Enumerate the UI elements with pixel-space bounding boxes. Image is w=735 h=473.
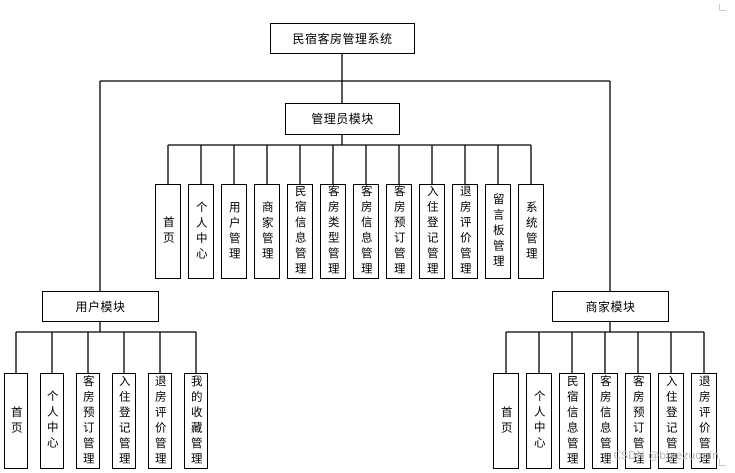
admin-leaf-label: 客房信息管理 (359, 185, 374, 278)
merchant-leaf-label: 首页 (499, 405, 514, 437)
admin-leaf-label: 首页 (161, 216, 176, 247)
admin-leaf-node: 首页 (155, 184, 181, 279)
merchant-leaf-node: 民宿信息管理 (559, 373, 585, 469)
watermark: CSDN @biyezuopin (613, 449, 719, 462)
user-leaf-node: 入住登记管理 (112, 373, 136, 469)
user-module-label: 用户模块 (75, 299, 126, 314)
merchant-leaf-node: 退房评价管理 (691, 373, 717, 469)
admin-leaf-node: 个人中心 (188, 184, 214, 279)
user-leaf-label: 个人中心 (45, 390, 60, 452)
root-node-label: 民宿客房管理系统 (292, 31, 393, 46)
user-leaf-node: 首页 (4, 373, 28, 469)
merchant-leaf-label: 退房评价管理 (697, 374, 712, 468)
admin-leaf-node: 入住登记管理 (419, 184, 445, 279)
user-leaf-node: 个人中心 (40, 373, 64, 469)
user-leaf-node: 退房评价管理 (148, 373, 172, 469)
merchant-leaf-node: 客房信息管理 (592, 373, 618, 469)
admin-leaf-label: 留言板管理 (491, 192, 506, 271)
merchant-leaf-label: 民宿信息管理 (565, 374, 580, 468)
admin-leaf-label: 商家管理 (260, 200, 275, 263)
admin-leaf-label: 系统管理 (524, 200, 539, 263)
admin-leaf-node: 客房预订管理 (386, 184, 412, 279)
user-leaf-label: 我的收藏管理 (189, 374, 204, 468)
admin-leaf-node: 留言板管理 (485, 184, 511, 279)
admin-leaf-label: 入住登记管理 (425, 185, 440, 278)
admin-leaf-label: 民宿信息管理 (293, 185, 308, 278)
merchant-leaf-label: 客房信息管理 (598, 374, 613, 468)
admin-leaf-node: 商家管理 (254, 184, 280, 279)
admin-module-node: 管理员模块 (285, 103, 400, 135)
user-leaf-label: 首页 (9, 405, 24, 437)
user-leaf-node: 我的收藏管理 (184, 373, 208, 469)
user-leaf-label: 入住登记管理 (117, 374, 132, 468)
admin-leaf-label: 用户管理 (227, 200, 242, 263)
merchant-leaf-node: 首页 (493, 373, 519, 469)
user-leaf-node: 客房预订管理 (76, 373, 100, 469)
admin-leaf-label: 退房评价管理 (458, 185, 473, 278)
admin-leaf-node: 客房类型管理 (320, 184, 346, 279)
admin-leaf-node: 系统管理 (518, 184, 544, 279)
merchant-module-node: 商家模块 (552, 291, 669, 322)
page-corner-mark (719, 459, 726, 466)
user-leaf-label: 退房评价管理 (153, 374, 168, 468)
merchant-leaf-node: 入住登记管理 (658, 373, 684, 469)
user-module-node: 用户模块 (42, 291, 159, 322)
merchant-leaf-label: 入住登记管理 (664, 374, 679, 468)
root-node: 民宿客房管理系统 (270, 23, 415, 54)
admin-leaf-label: 个人中心 (194, 200, 209, 263)
admin-leaf-node: 退房评价管理 (452, 184, 478, 279)
admin-leaf-node: 客房信息管理 (353, 184, 379, 279)
merchant-leaf-label: 个人中心 (532, 390, 547, 452)
page-corner-mark (719, 4, 726, 11)
admin-module-label: 管理员模块 (311, 112, 374, 126)
admin-leaf-node: 民宿信息管理 (287, 184, 313, 279)
admin-leaf-label: 客房类型管理 (326, 185, 341, 278)
user-leaf-label: 客房预订管理 (81, 374, 96, 468)
admin-leaf-node: 用户管理 (221, 184, 247, 279)
merchant-leaf-label: 客房预订管理 (631, 374, 646, 468)
admin-leaf-label: 客房预订管理 (392, 185, 407, 278)
merchant-leaf-node: 个人中心 (526, 373, 552, 469)
merchant-module-label: 商家模块 (585, 299, 636, 314)
merchant-leaf-node: 客房预订管理 (625, 373, 651, 469)
